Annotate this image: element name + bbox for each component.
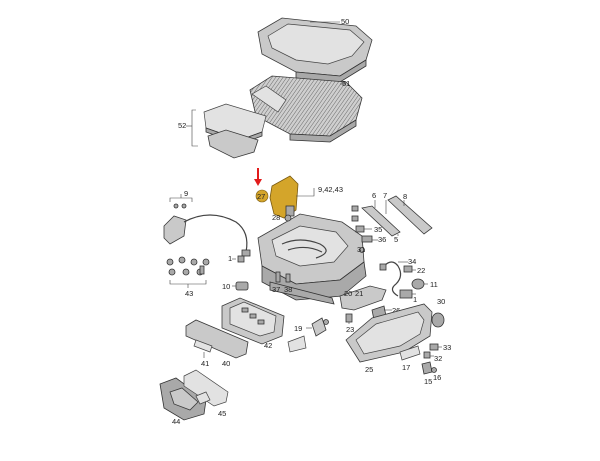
label-1: 1: [413, 295, 417, 304]
part-34-wire-harness[interactable]: 34: [379, 257, 416, 297]
part-42-seat-pan[interactable]: 42: [221, 297, 285, 350]
label-19: 19: [294, 324, 302, 333]
part-6-7-seat-rail[interactable]: 6 7: [361, 191, 401, 237]
label-33: 33: [443, 343, 451, 352]
part-33[interactable]: 33: [429, 343, 451, 352]
label-31: 31: [357, 245, 365, 254]
part-41[interactable]: 41: [201, 352, 209, 368]
label-30: 30: [437, 297, 445, 306]
label-8: 8: [403, 192, 407, 201]
label-21: 21: [355, 289, 363, 298]
part-37[interactable]: 37: [272, 271, 281, 294]
label-5: 5: [394, 235, 398, 244]
label-52: 52: [178, 121, 186, 130]
label-15: 15: [424, 377, 432, 386]
part-32[interactable]: 32: [423, 351, 442, 363]
label-22: 22: [417, 266, 425, 275]
part-40-front-trim[interactable]: 40: [185, 319, 249, 368]
part-52-cushion-extension[interactable]: 52: [178, 103, 267, 159]
part-31[interactable]: 31: [357, 245, 365, 254]
label-45: 45: [218, 409, 226, 418]
part-30-knob[interactable]: 30: [431, 297, 445, 328]
part-17[interactable]: 17: [399, 345, 421, 372]
part-small-cap[interactable]: [287, 335, 307, 353]
part-36-clip[interactable]: 36: [361, 235, 386, 244]
label-7: 7: [383, 191, 387, 200]
label-40: 40: [222, 359, 230, 368]
label-27: 27: [257, 192, 265, 201]
label-42: 42: [264, 341, 272, 350]
label-16: 16: [433, 373, 441, 382]
label-17: 17: [402, 363, 410, 372]
part-5: 5: [394, 234, 399, 244]
part-44-bottom-trim[interactable]: 44: [159, 377, 207, 426]
label-32: 32: [434, 354, 442, 363]
part-9-cable[interactable]: 9: [163, 189, 251, 257]
part-19[interactable]: 19: [294, 317, 329, 337]
label-6: 6: [372, 191, 376, 200]
label-23: 23: [346, 325, 354, 334]
red-arrow-indicator: [254, 168, 262, 186]
part-16[interactable]: 16: [431, 367, 442, 383]
part-8-seat-rail[interactable]: 8: [387, 192, 433, 235]
part-22[interactable]: 22: [403, 265, 425, 275]
label-9: 9: [184, 189, 188, 198]
part-25-side-trim[interactable]: 25: [345, 303, 433, 374]
label-44: 44: [172, 417, 180, 426]
part-10[interactable]: 10: [222, 281, 249, 291]
part-20-21-lever[interactable]: 20 21: [339, 285, 387, 311]
label-43: 43: [185, 289, 193, 298]
part-1[interactable]: 1: [399, 289, 417, 304]
label-9-42-43: 9,42,43: [318, 185, 343, 194]
label-38: 38: [284, 285, 292, 294]
part-50-seat-cover[interactable]: 50: [257, 17, 373, 83]
label-11: 11: [430, 280, 438, 289]
part-15[interactable]: 15: [421, 361, 433, 386]
callout-9-42-43: 9,42,43: [296, 185, 343, 197]
label-41: 41: [201, 359, 209, 368]
label-36: 36: [378, 235, 386, 244]
label-50: 50: [341, 17, 349, 26]
label-34: 34: [408, 257, 416, 266]
label-25: 25: [365, 365, 373, 374]
label-20: 20: [344, 289, 352, 298]
part-38[interactable]: 38: [284, 273, 292, 294]
label-28: 28: [272, 213, 280, 222]
part-28-screw[interactable]: 28: [272, 213, 292, 222]
part-small-fasteners-6[interactable]: [351, 205, 359, 222]
part-screw-left[interactable]: 1: [228, 254, 245, 263]
label-10: 10: [222, 282, 230, 291]
part-43-screw-set[interactable]: 43: [166, 256, 210, 298]
part-23[interactable]: 23: [345, 313, 354, 334]
label-26: 26: [392, 306, 400, 315]
label-51: 51: [342, 79, 350, 88]
part-11[interactable]: 11: [411, 278, 438, 290]
label-1-left: 1: [228, 254, 232, 263]
part-35-clip[interactable]: 35: [355, 225, 382, 234]
seat-frame[interactable]: [257, 205, 367, 305]
label-37: 37: [272, 285, 280, 294]
label-35: 35: [374, 225, 382, 234]
part-45-bottom-trim[interactable]: 45: [183, 369, 229, 418]
part-51-seat-foam[interactable]: 51: [249, 75, 363, 143]
